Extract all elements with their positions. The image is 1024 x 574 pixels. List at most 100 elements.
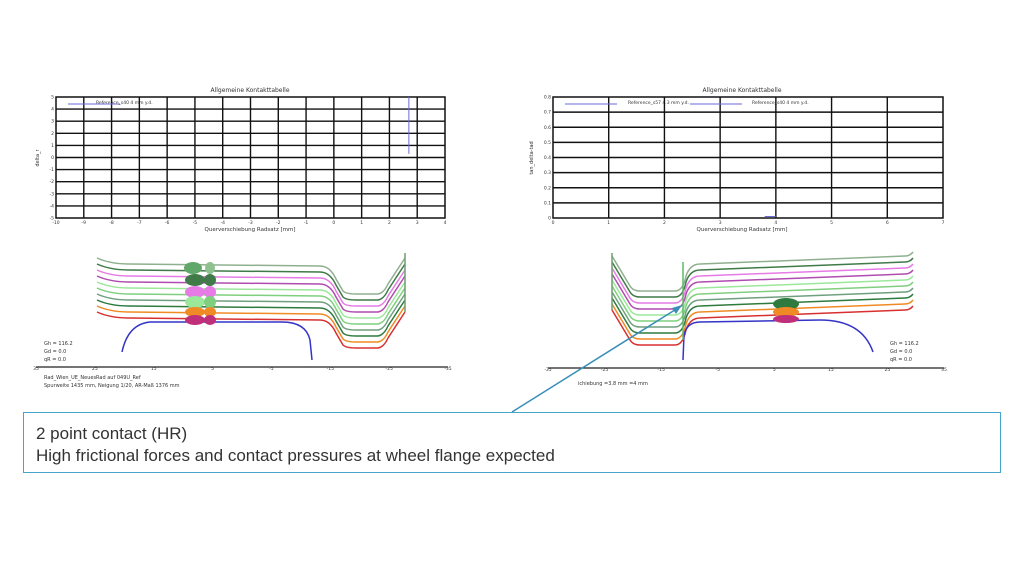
x-tick-label: 4 [774, 220, 777, 226]
profile-tick-label: -5 [269, 366, 274, 372]
right-profile-text: Gh = 116.2 Gd = 0.0 qR = 0.0 ichiebung =… [578, 341, 919, 387]
x-tick-label: 6 [886, 220, 889, 226]
contact-patch [185, 307, 205, 317]
y-tick-label: 0.6 [544, 125, 551, 131]
param-gd: Gd = 0.0 [44, 349, 66, 355]
profile-tick-label: 5 [211, 366, 214, 372]
profile-tick-label: -25 [601, 367, 608, 373]
rail-profile-line [96, 293, 406, 331]
profile-tick-label: 25 [885, 367, 891, 373]
x-tick-label: 1 [360, 220, 363, 226]
profile-tick-label: -15 [327, 366, 334, 372]
x-axis-label: Querverschiebung Radsatz [mm] [205, 227, 296, 233]
chart-title: Allgemeine Kontakttabelle [702, 87, 781, 94]
left-profile-plot: 35 25 15 5 -5 -15 -25 -35 [33, 253, 452, 372]
y-tick-label: 0.3 [544, 170, 551, 176]
y-tick-label: 0.7 [544, 110, 551, 116]
param-gd: Gd = 0.0 [890, 349, 912, 355]
rail-profile-line [96, 275, 406, 313]
x-tick-label: 7 [942, 220, 945, 226]
rail-profile-line [611, 263, 914, 304]
rail-profile-line [96, 263, 406, 301]
x-tick-label: -7 [137, 220, 142, 226]
y-axis-label: tan_delta-tad [529, 141, 535, 174]
y-tick-label: -4 [50, 203, 55, 209]
profile-tick-label: 15 [151, 366, 157, 372]
y-tick-label: -5 [50, 216, 55, 222]
rail-profile-line [611, 293, 914, 334]
contact-patch [205, 262, 215, 274]
contact-patch [204, 274, 216, 286]
y-tick-label: 0 [548, 216, 551, 222]
rail-profile-line [611, 275, 914, 316]
profile-tick-label: -15 [657, 367, 664, 373]
callout-title: 2 point contact (HR) [36, 424, 188, 443]
profile-tick-label: 35 [941, 367, 947, 373]
x-tick-label: 3 [719, 220, 722, 226]
x-tick-label: 0 [552, 220, 555, 226]
profile-tick-label: 5 [773, 367, 776, 373]
left-contact-chart: Allgemeine Kontakttabelle Querverschiebu… [35, 87, 447, 233]
x-axis-label: Querverschiebung Radsatz [mm] [697, 227, 788, 233]
param-qr: qR = 0.0 [44, 357, 66, 363]
param-gh: Gh = 116.2 [44, 341, 73, 347]
x-tick-label: 5 [830, 220, 833, 226]
profile-tick-label: 25 [92, 366, 98, 372]
y-tick-label: 1 [51, 143, 54, 149]
contact-patch [185, 315, 205, 325]
contact-patch [204, 315, 216, 325]
y-tick-label: 0.5 [544, 140, 551, 146]
x-tick-label: -3 [248, 220, 253, 226]
x-tick-label: -9 [82, 220, 87, 226]
profile-caption: Spurweite 1435 mm, Neigung 1/20, AR-Maß … [44, 383, 180, 389]
y-tick-label: 0.1 [544, 200, 551, 206]
legend-entry: Reference_s40 4 mm y.d. [96, 100, 153, 106]
y-tick-label: 0.4 [544, 155, 551, 161]
contact-patch [184, 262, 202, 274]
y-tick-label: 2 [51, 131, 54, 137]
x-tick-label: -10 [52, 220, 59, 226]
x-tick-label: -6 [165, 220, 170, 226]
legend-entry: Reference_s57 4.3 mm y.d. [628, 100, 689, 106]
profile-tick-label: -35 [544, 367, 551, 373]
param-gh: Gh = 116.2 [890, 341, 919, 347]
rail-profile-line [611, 281, 914, 322]
rail-profile-line [611, 269, 914, 310]
wheel-profile-line [121, 321, 313, 361]
y-tick-label: 0.2 [544, 185, 551, 191]
profile-tick-label: -35 [444, 366, 451, 372]
profile-tick-label: 15 [828, 367, 834, 373]
rail-profile-line [96, 257, 406, 295]
y-tick-label: 4 [51, 107, 54, 113]
contact-patch [204, 296, 216, 308]
callout-pointer-line [511, 307, 679, 413]
rail-profile-line [96, 311, 406, 349]
contact-patch [204, 307, 216, 317]
y-tick-label: 0 [51, 155, 54, 161]
profile-tick-label: 35 [33, 366, 39, 372]
y-tick-label: 0.8 [544, 95, 551, 101]
rail-profile-line [611, 257, 914, 298]
arrowhead-icon [672, 305, 682, 314]
contact-patch [204, 286, 216, 298]
callout-box: 2 point contact (HR) High frictional for… [23, 412, 1001, 473]
profile-caption: ichiebung =3.8 mm =4 mm [578, 381, 648, 387]
param-qr: qR = 0.0 [890, 357, 912, 363]
rail-profile-line [611, 251, 914, 292]
rail-profile-line [96, 299, 406, 337]
y-tick-label: -1 [50, 167, 55, 173]
contact-patch [773, 315, 799, 323]
rail-profile-line [96, 305, 406, 343]
legend-entry: Reference_s40 4 mm y.d. [752, 100, 809, 106]
left-profile-text: Gh = 116.2 Gd = 0.0 qR = 0.0 Rad_Wien_UE… [44, 341, 180, 389]
profile-caption: Rad_Wien_UE_NeuesRad auf 049U_Ref [44, 375, 141, 381]
profile-tick-label: -25 [385, 366, 392, 372]
x-tick-label: 2 [663, 220, 666, 226]
profile-tick-label: -5 [715, 367, 720, 373]
contact-patch [773, 307, 799, 317]
x-tick-label: 2 [388, 220, 391, 226]
right-profile-plot: -35 -25 -15 -5 5 15 25 35 [544, 251, 947, 373]
x-tick-label: 4 [444, 220, 447, 226]
x-tick-label: 3 [416, 220, 419, 226]
